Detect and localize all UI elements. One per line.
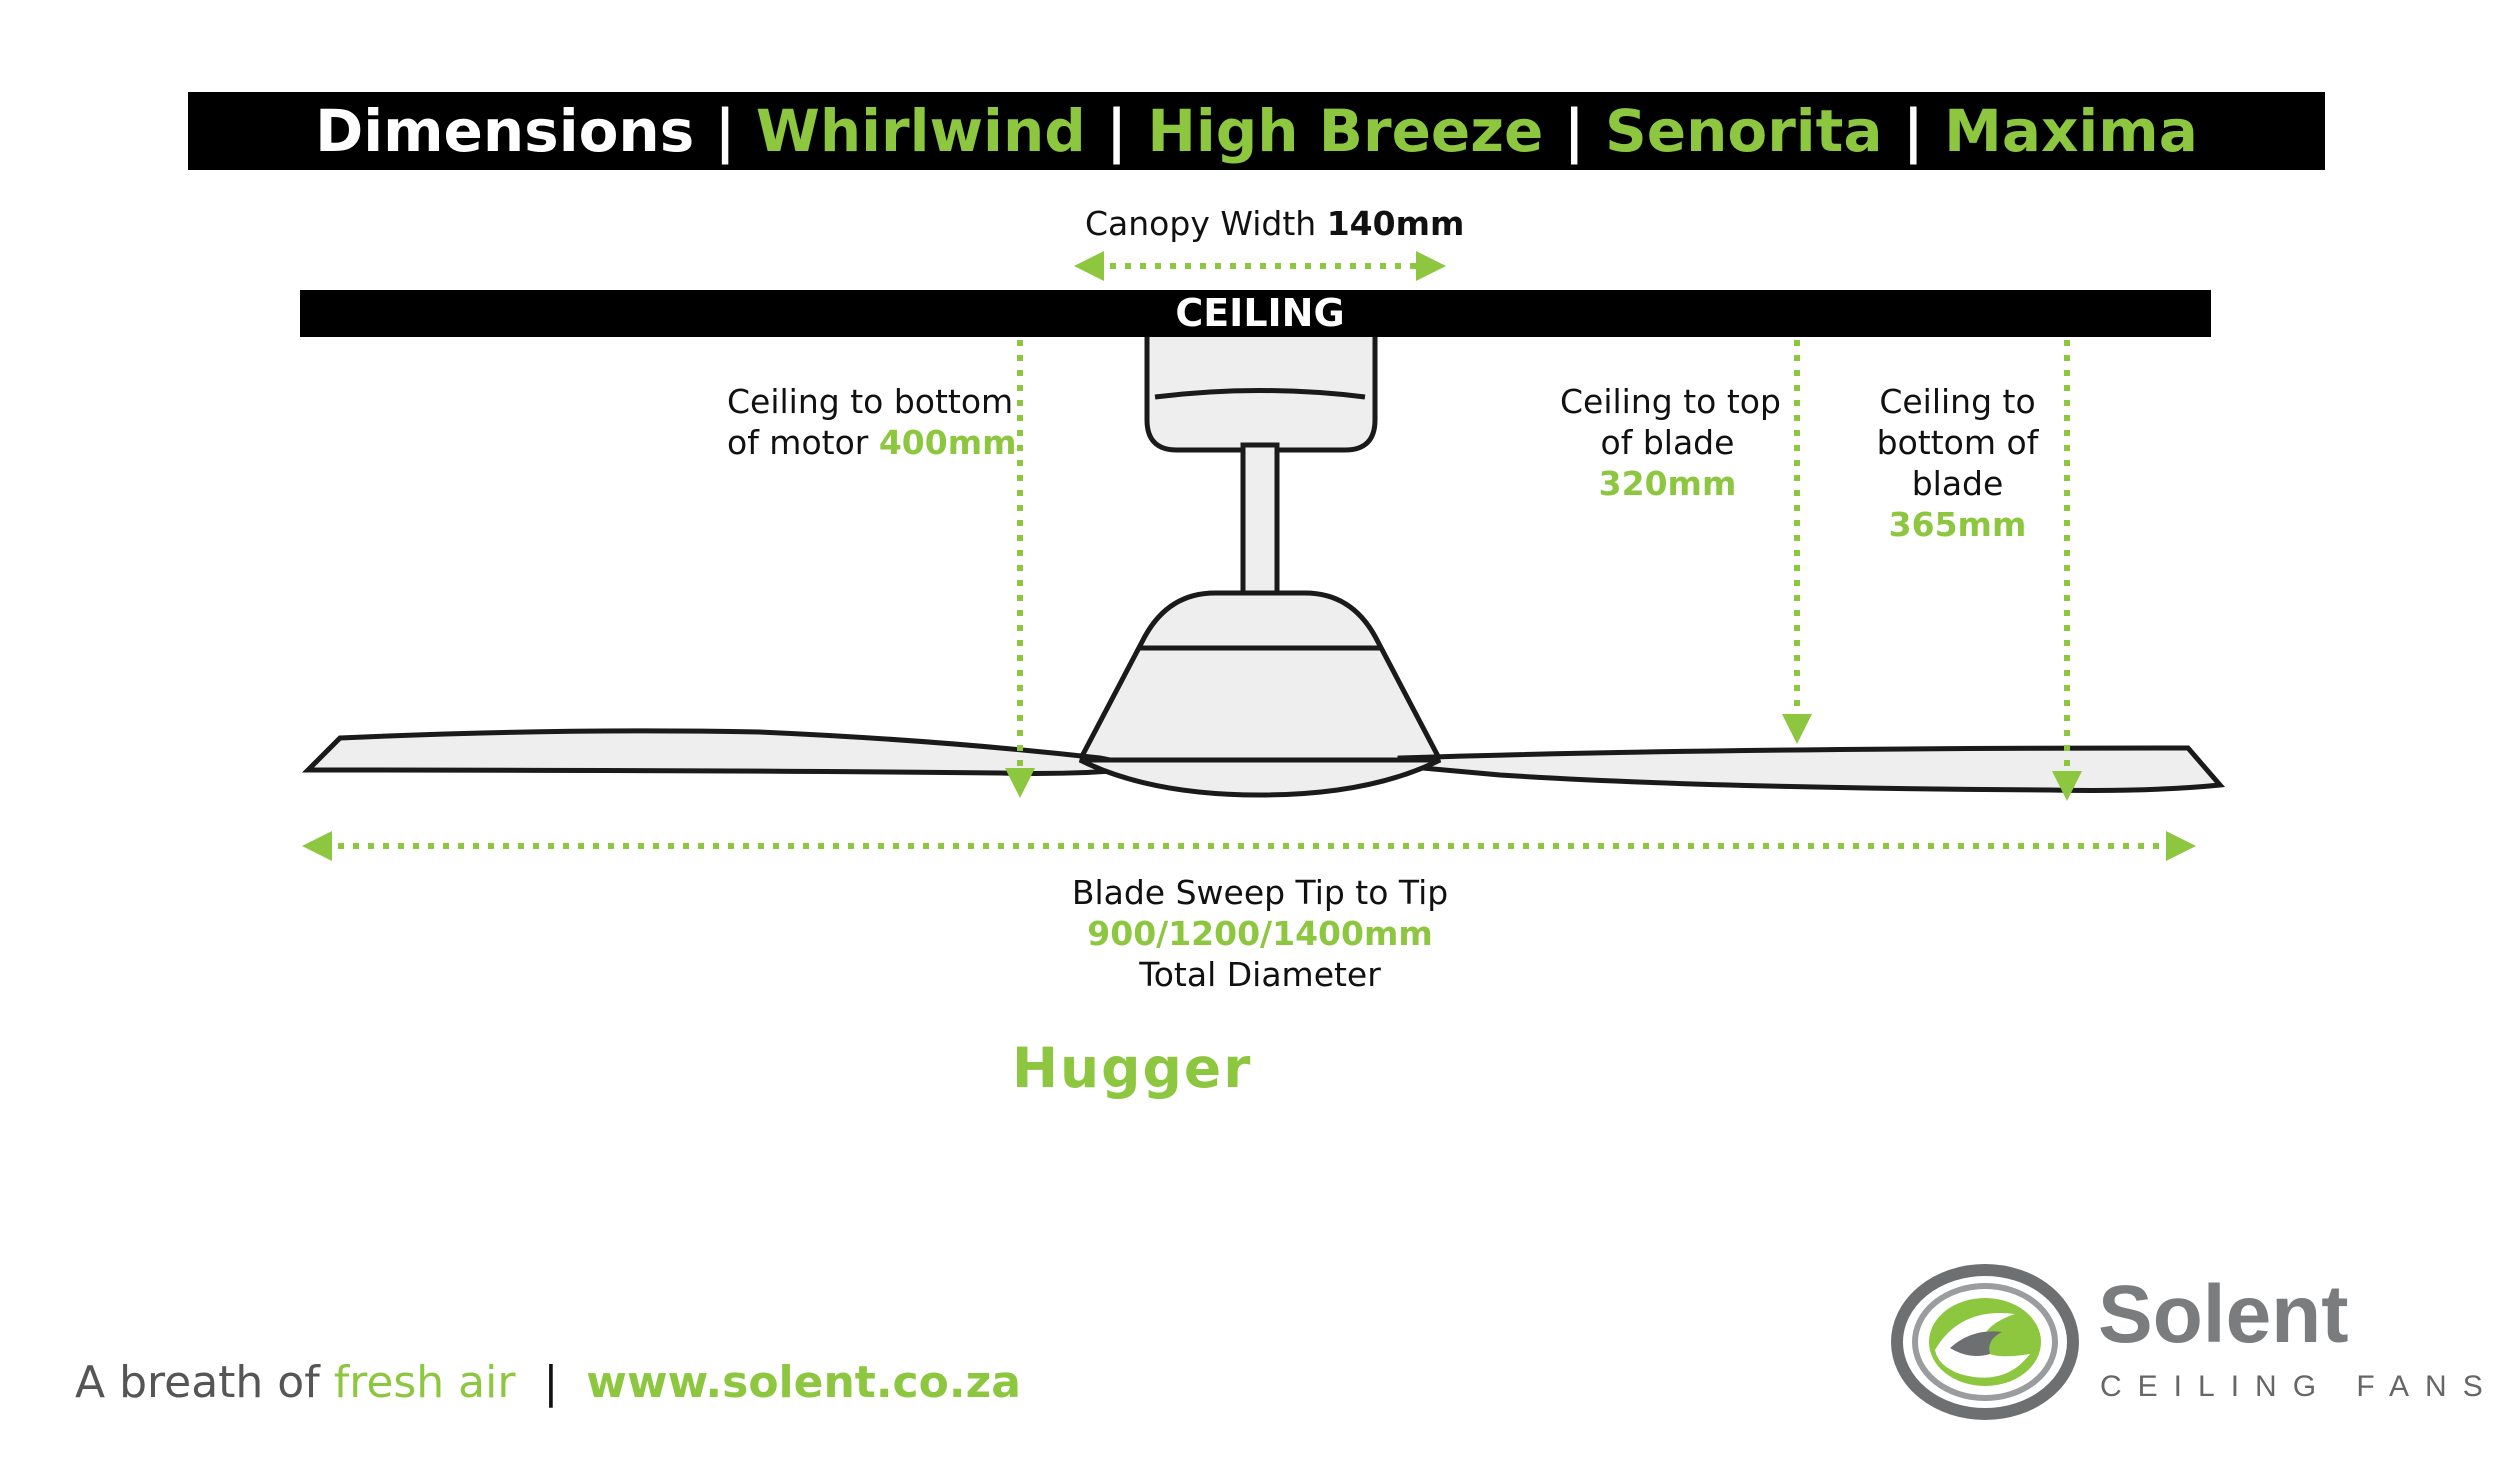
blade-right [1397,745,2226,793]
motor-label-line1: Ceiling to bottom [727,382,1014,421]
blade-sweep-line3: Total Diameter [1139,955,1381,994]
blade-sweep-value: 900/1200/1400mm [1087,914,1433,953]
ceiling-bar [300,290,2211,337]
blade-sweep-label: Blade Sweep Tip to Tip 900/1200/1400mm T… [1060,872,1460,995]
canopy-width-label: Canopy Width 140mm [1085,203,1464,244]
website-link[interactable]: www.solent.co.za [586,1357,1021,1408]
ceiling-label: CEILING [1175,291,1345,335]
blade-bottom-dimension-label: Ceiling to bottom of blade 365mm [1870,381,2045,545]
motor-housing [1075,590,1445,763]
blade-bottom-line1: Ceiling to [1879,382,2036,421]
motor-label-line2: of motor [727,423,869,462]
blade-top-line1: Ceiling to top [1560,382,1781,421]
brand-subtitle: CEILING FANS [2100,1370,2499,1403]
tagline-highlight: fresh air [333,1357,516,1408]
blade-bottom-line3: blade [1911,464,2004,503]
model-senorita: Senorita [1604,97,1883,165]
title-prefix: Dimensions [315,97,695,165]
brand-name: Solent [2098,1269,2349,1360]
title-separator: | [1105,97,1128,165]
blade-top-dimension-label: Ceiling to top of blade 320mm [1560,381,1781,504]
blade-left [301,728,1151,776]
mount-type-label: Hugger [1012,1036,1253,1100]
tagline-start: A breath of [75,1357,334,1408]
motor-dimension-label: Ceiling to bottom of motor 400mm [727,381,1017,463]
footer-separator: | [543,1357,559,1408]
canopy-line [1154,388,1366,400]
canopy-width-value: 140mm [1326,204,1465,243]
blade-top-value: 320mm [1598,464,1737,503]
blade-sweep-line1: Blade Sweep Tip to Tip [1071,873,1449,912]
blade-bottom-value: 365mm [1888,505,2027,544]
motor-hub [1078,757,1442,798]
blade-top-line2: of blade [1600,423,1735,462]
motor-value: 400mm [878,423,1017,462]
canopy-width-text: Canopy Width [1085,204,1317,243]
solent-logo-icon [1891,1264,2079,1420]
motor-label-line2-wrap: of motor 400mm [727,422,1017,463]
model-high-breeze: High Breeze [1147,97,1544,165]
title-bar: Dimensions | Whirlwind | High Breeze | S… [188,92,2325,170]
model-maxima: Maxima [1944,97,2198,165]
title-separator: | [1902,97,1924,165]
downrod [1240,442,1280,596]
title-separator: | [1563,97,1585,165]
footer-tagline: A breath of fresh air | www.solent.co.za [75,1357,1021,1408]
model-whirlwind: Whirlwind [755,97,1086,165]
blade-bottom-line2: bottom of [1876,423,2039,462]
title-separator: | [714,97,736,165]
